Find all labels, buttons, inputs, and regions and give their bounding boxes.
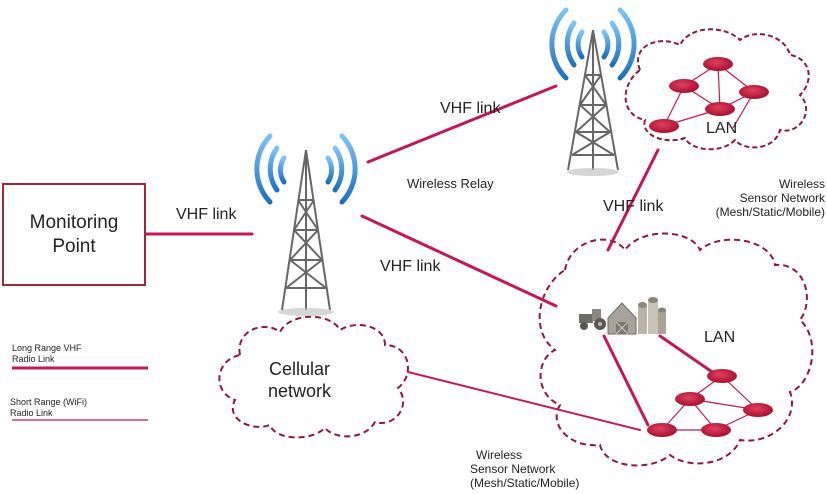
wsn-node [739,85,769,99]
link-tower-relay [366,84,558,164]
wsn-top-line3: (Mesh/Static/Mobile) [715,205,825,219]
wsn-bottom-line3: (Mesh/Static/Mobile) [470,476,580,490]
vhf-link-label-monitor: VHF link [176,206,237,223]
wsn-bottom-line2: Sensor Network [470,462,556,476]
wsn-node [707,369,737,383]
vhf-link-label-farm: VHF link [380,258,441,275]
legend-short-range-line2: Radio Link [10,408,53,418]
vhf-link-label-wsn: VHF link [603,198,664,215]
vhf-link-label-relay: VHF link [440,100,501,117]
legend-long-range: Long Range VHF Radio Link [12,343,82,365]
wsn-top-label: Wireless Sensor Network (Mesh/Static/Mob… [716,177,825,219]
wsn-node [647,423,677,437]
lan-bottom-label: LAN [704,329,736,346]
wsn-top-line1: Wireless [778,177,825,191]
monitoring-point-box: Monitoring Point [2,183,146,286]
wsn-bottom-mesh [647,369,773,437]
wireless-relay-label: Wireless Relay [407,176,494,191]
farm-icon [579,297,666,335]
link-cellular-wsn [407,371,641,431]
wsn-node [669,79,699,93]
lan-top-label: LAN [706,120,738,137]
link-farm-lan [658,334,720,378]
wsn-bottom-line1: Wireless [476,448,523,462]
wsn-node [743,403,773,417]
wifi-links [407,371,641,431]
wsn-node [701,423,731,437]
wsn-node [649,119,679,133]
monitoring-point-line2: Point [52,235,96,257]
vhf-links [144,84,720,427]
cloud-cellular [218,315,409,439]
wsn-node [705,102,735,116]
link-tower-farm [360,214,558,308]
wsn-bottom-label: Wireless Sensor Network (Mesh/Static/Mob… [470,448,579,490]
main-tower-icon [254,133,358,316]
cellular-line1: Cellular [269,359,331,379]
wsn-node [703,57,733,71]
cellular-line2: network [268,381,332,401]
relay-tower-icon [549,7,637,176]
cloud-wsn-top [624,28,810,151]
monitoring-point-line1: Monitoring [29,211,119,233]
cellular-network-label: Cellular network [268,358,331,402]
legend-long-range-line2: Radio Link [12,354,55,364]
link-farm-wsn [602,334,650,427]
cloud-wsn-bottom [538,232,814,467]
wsn-top-mesh [649,57,769,133]
legend-long-range-line1: Long Range VHF [12,343,82,353]
wsn-top-line2: Sensor Network [739,191,825,205]
wsn-node [675,392,705,406]
legend-short-range: Short Range (WiFi) Radio Link [10,397,87,419]
legend-short-range-line1: Short Range (WiFi) [10,397,88,407]
link-relay-wsn [606,148,660,252]
